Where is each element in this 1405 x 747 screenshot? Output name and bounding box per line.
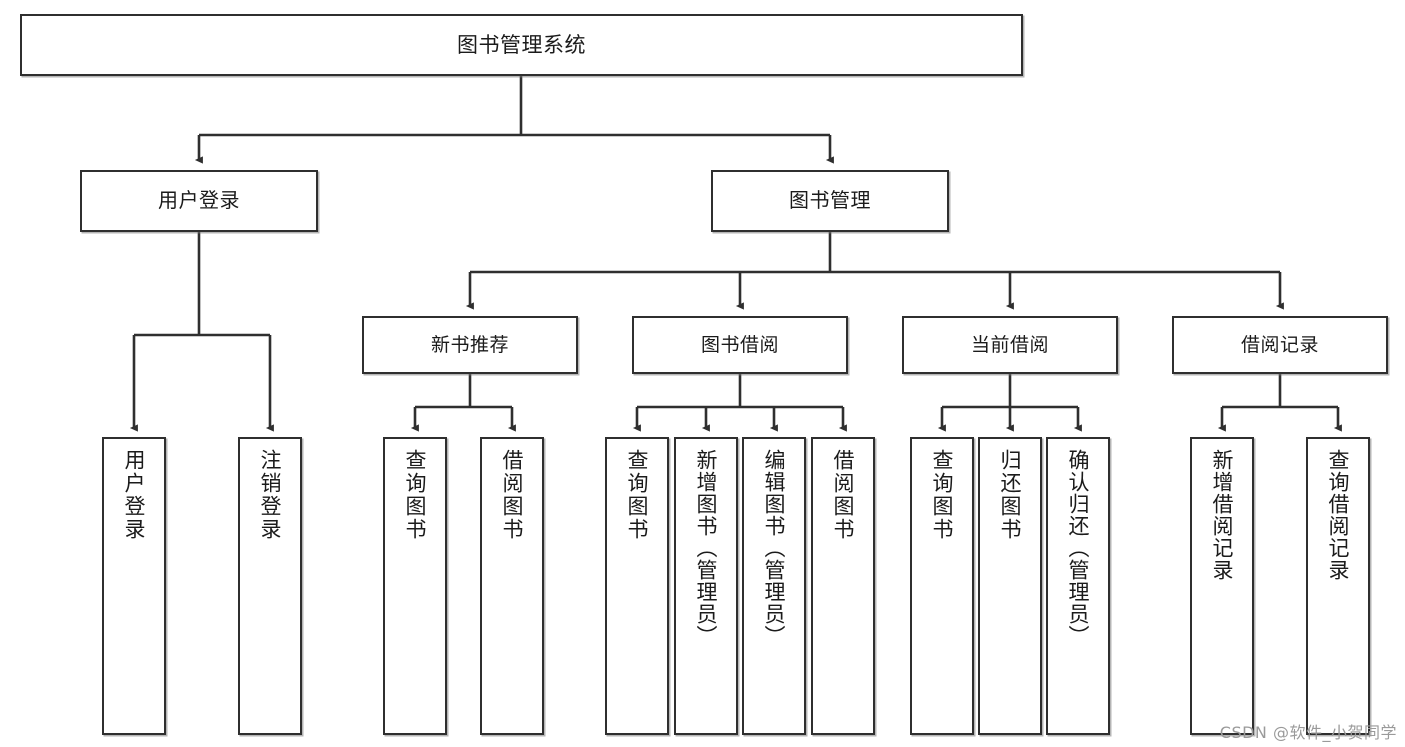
node-leaf-user-logout[interactable]: 注销登录: [238, 437, 302, 735]
node-user-login-label: 用户登录: [158, 188, 240, 213]
node-book-manage-label: 图书管理: [789, 188, 871, 213]
node-current-borrow[interactable]: 当前借阅: [902, 316, 1118, 374]
node-leaf-borrow-book-2[interactable]: 借阅图书: [811, 437, 875, 735]
node-user-login[interactable]: 用户登录: [80, 170, 318, 232]
node-leaf-borrow-book-1[interactable]: 借阅图书: [480, 437, 544, 735]
node-leaf-borrow-book-2-label: 借阅图书: [831, 449, 856, 541]
node-leaf-borrow-book-1-label: 借阅图书: [500, 449, 525, 541]
node-book-manage[interactable]: 图书管理: [711, 170, 949, 232]
node-leaf-return-book[interactable]: 归还图书: [978, 437, 1042, 735]
node-leaf-query-record[interactable]: 查询借阅记录: [1306, 437, 1370, 735]
node-leaf-query-record-label: 查询借阅记录: [1326, 449, 1351, 581]
node-current-borrow-label: 当前借阅: [970, 333, 1049, 356]
node-leaf-query-book-1[interactable]: 查询图书: [383, 437, 447, 735]
node-leaf-user-logout-label: 注销登录: [258, 449, 283, 541]
node-root[interactable]: 图书管理系统: [20, 14, 1023, 76]
node-leaf-edit-book[interactable]: 编辑图书（管理员）: [742, 437, 806, 735]
node-root-label: 图书管理系统: [457, 32, 586, 57]
node-leaf-add-record-label: 新增借阅记录: [1210, 449, 1235, 581]
node-leaf-query-book-1-label: 查询图书: [403, 449, 428, 541]
node-leaf-query-book-3-label: 查询图书: [930, 449, 955, 541]
node-leaf-confirm-return-label: 确认归还（管理员）: [1066, 449, 1091, 647]
node-new-book-recommend[interactable]: 新书推荐: [362, 316, 578, 374]
node-leaf-return-book-label: 归还图书: [998, 449, 1023, 541]
node-book-borrow-label: 图书借阅: [700, 333, 779, 356]
node-leaf-query-book-2[interactable]: 查询图书: [605, 437, 669, 735]
node-new-book-recommend-label: 新书推荐: [430, 333, 509, 356]
node-leaf-edit-book-label: 编辑图书（管理员）: [762, 449, 787, 647]
node-leaf-user-login[interactable]: 用户登录: [102, 437, 166, 735]
node-leaf-query-book-2-label: 查询图书: [625, 449, 650, 541]
node-leaf-add-book[interactable]: 新增图书（管理员）: [674, 437, 738, 735]
node-leaf-add-book-label: 新增图书（管理员）: [694, 449, 719, 647]
node-leaf-query-book-3[interactable]: 查询图书: [910, 437, 974, 735]
node-borrow-record[interactable]: 借阅记录: [1172, 316, 1388, 374]
node-book-borrow[interactable]: 图书借阅: [632, 316, 848, 374]
node-leaf-add-record[interactable]: 新增借阅记录: [1190, 437, 1254, 735]
node-leaf-user-login-label: 用户登录: [122, 449, 147, 541]
node-leaf-confirm-return[interactable]: 确认归还（管理员）: [1046, 437, 1110, 735]
node-borrow-record-label: 借阅记录: [1240, 333, 1319, 356]
